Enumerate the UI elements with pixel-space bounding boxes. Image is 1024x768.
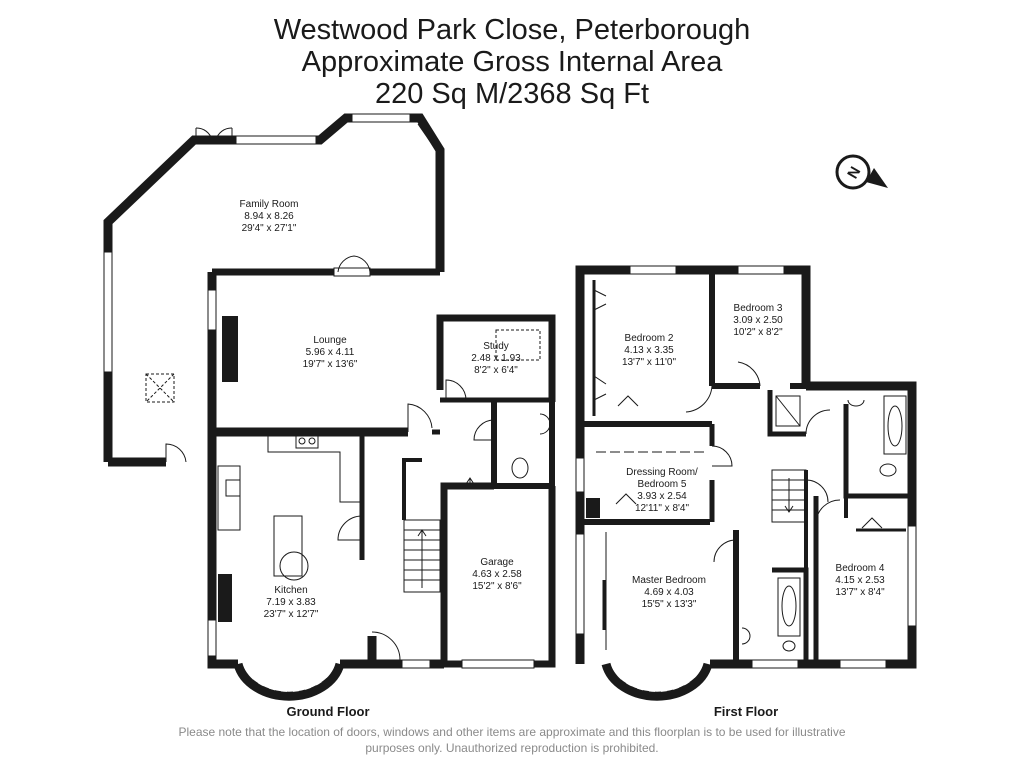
family-room-imperial: 29'4" x 27'1"	[242, 223, 297, 234]
dressing-room-imperial: 12'11" x 8'4"	[635, 503, 690, 514]
room-labels: Family Room 8.94 x 8.26 29'4" x 27'1" Lo…	[240, 199, 886, 719]
master-bedroom-metric: 4.69 x 4.03	[644, 587, 694, 598]
compass-icon: N	[835, 154, 888, 190]
bedroom-2-name: Bedroom 2	[625, 333, 674, 344]
kitchen-imperial: 23'7" x 12'7"	[264, 609, 319, 620]
ground-floor-plan	[103, 113, 556, 701]
disclaimer-note: Please note that the location of doors, …	[0, 724, 1024, 756]
family-bathroom-walls	[843, 395, 912, 499]
bedroom-2-walls	[580, 270, 715, 427]
study-name: Study	[483, 341, 509, 352]
lounge-imperial: 19'7" x 13'6"	[303, 359, 358, 370]
garage-walls	[440, 477, 556, 669]
kitchen-walls	[207, 432, 377, 701]
hall-and-stairs	[367, 429, 444, 669]
disclaimer-line-1: Please note that the location of doors, …	[178, 725, 846, 739]
ground-floor-label: Ground Floor	[286, 704, 369, 719]
master-bedroom-imperial: 15'5" x 13'3"	[642, 599, 697, 610]
study-imperial: 8'2" x 6'4"	[474, 365, 518, 376]
kitchen-name: Kitchen	[274, 585, 307, 596]
bedroom-3-name: Bedroom 3	[734, 303, 783, 314]
dressing-room-walls	[580, 424, 733, 525]
disclaimer-line-2: purposes only. Unauthorized reproduction…	[365, 741, 659, 755]
ensuite-walls	[767, 390, 831, 437]
garage-name: Garage	[480, 557, 514, 568]
first-floor-plan	[575, 265, 917, 701]
family-room-name: Family Room	[240, 199, 299, 210]
plan-title-address: Westwood Park Close, Peterborough	[273, 14, 751, 46]
master-bedroom-walls	[602, 530, 751, 664]
bedroom-3-metric: 3.09 x 2.50	[733, 315, 783, 326]
master-bedroom-name: Master Bedroom	[632, 575, 706, 586]
landing-and-stairs	[771, 469, 829, 570]
bedroom-4-name: Bedroom 4	[836, 563, 885, 574]
bedroom-4-walls	[813, 496, 906, 664]
lounge-metric: 5.96 x 4.11	[306, 347, 355, 358]
bedroom-2-imperial: 13'7" x 11'0"	[622, 357, 677, 368]
bedroom-2-metric: 4.13 x 3.35	[624, 345, 674, 356]
ground-wc-walls	[473, 400, 555, 489]
dressing-room-name: Dressing Room/	[626, 467, 698, 478]
dressing-room-alt-name: Bedroom 5	[638, 479, 687, 490]
bedroom-3-imperial: 10'2" x 8'2"	[733, 327, 783, 338]
family-room-walls	[103, 113, 445, 467]
dressing-room-metric: 3.93 x 2.54	[637, 491, 687, 502]
floorplan-drawing: Family Room 8.94 x 8.26 29'4" x 27'1" Lo…	[103, 113, 917, 719]
bedroom-3-walls	[712, 361, 806, 389]
bedroom-4-imperial: 13'7" x 8'4"	[835, 587, 885, 598]
plan-title-area-value: 220 Sq M/2368 Sq Ft	[374, 78, 650, 110]
lounge-name: Lounge	[313, 335, 347, 346]
garage-metric: 4.63 x 2.58	[472, 569, 522, 580]
bedroom-4-metric: 4.15 x 2.53	[835, 575, 885, 586]
garage-imperial: 15'2" x 8'6"	[472, 581, 522, 592]
family-room-metric: 8.94 x 8.26	[244, 211, 294, 222]
plan-title-area-caption: Approximate Gross Internal Area	[301, 46, 723, 78]
study-metric: 2.48 x 1.93	[471, 353, 521, 364]
bathroom-walls	[772, 567, 809, 664]
first-floor-label: First Floor	[714, 704, 778, 719]
kitchen-metric: 7.19 x 3.83	[266, 597, 316, 608]
